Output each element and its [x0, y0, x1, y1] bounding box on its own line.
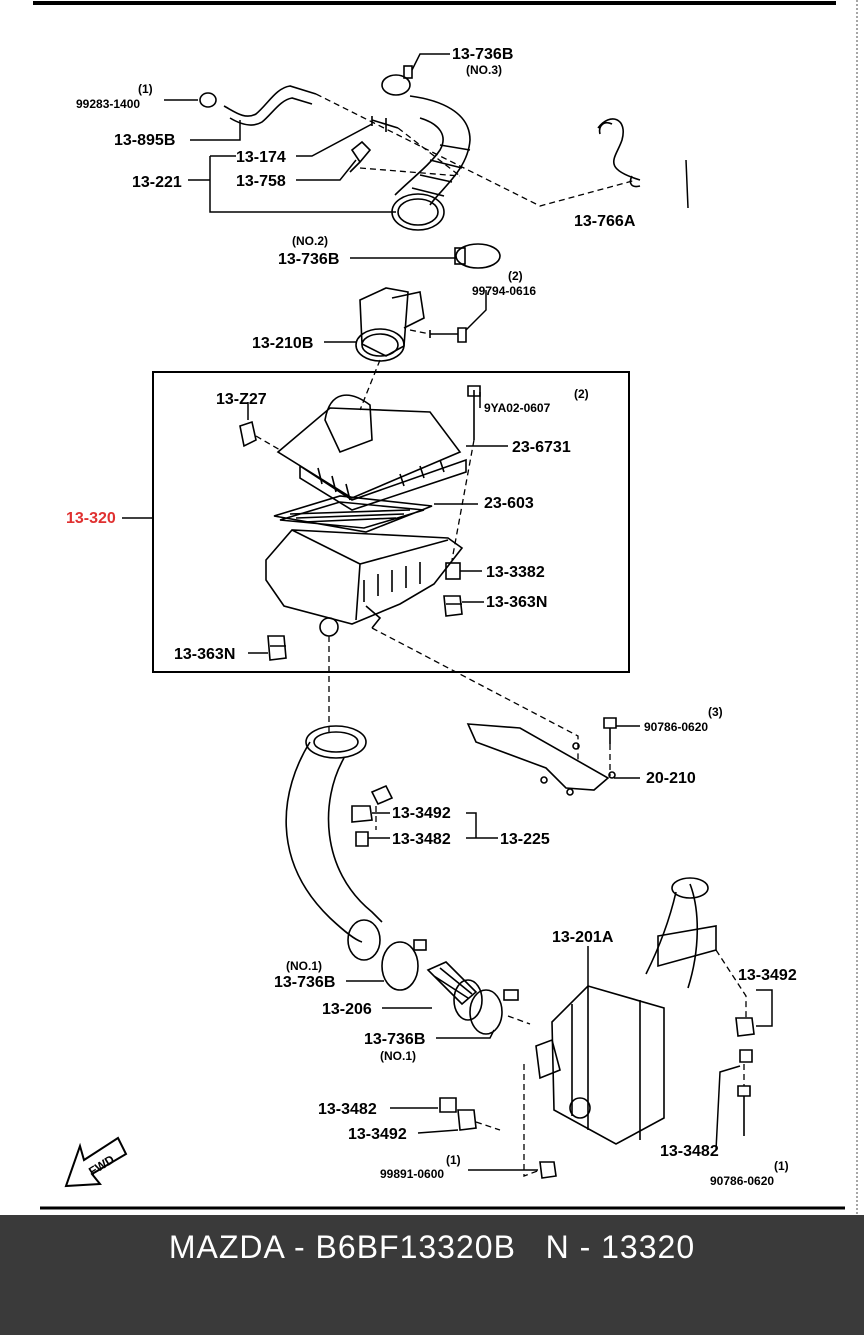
- label-no3: (NO.3): [466, 63, 502, 77]
- clamp-no2: [455, 243, 501, 269]
- label-qty-1a: (1): [138, 82, 153, 96]
- cleaner-lower-box: [265, 529, 464, 625]
- parts-diagram: FWD 13-736B (NO.3) (1) 99283-1400 13-895…: [33, 0, 858, 1215]
- label-13-320-highlighted: 13-320: [66, 510, 116, 527]
- mount-13-363N-r: [443, 595, 463, 617]
- label-90786-0620-b: 90786-0620: [710, 1174, 774, 1188]
- clip-13-Z27: [239, 420, 257, 448]
- fwd-arrow-icon: [64, 1136, 128, 1188]
- hose-13-766A: [597, 118, 641, 188]
- clamp-no3: [381, 74, 411, 96]
- label-13-3482-c: 13-3482: [660, 1143, 719, 1160]
- label-13-758: 13-758: [236, 173, 286, 190]
- label-13-736B-no2: 13-736B: [278, 251, 339, 268]
- grommet-13-3492-a: [351, 805, 373, 823]
- label-13-3492-a: 13-3492: [392, 805, 451, 822]
- label-13-3492-c: 13-3492: [348, 1126, 407, 1143]
- label-13-3482-b: 13-3482: [318, 1101, 377, 1118]
- bolt-90786-a: [603, 717, 617, 744]
- label-13-736B-no3: 13-736B: [452, 46, 513, 63]
- grommet-13-3492-b: [735, 1017, 755, 1037]
- label-no1-b: (NO.1): [380, 1049, 416, 1063]
- label-20-210: 20-210: [646, 770, 696, 787]
- mount-13-363N-l: [267, 635, 287, 661]
- clamp-no1-b: [469, 989, 503, 1035]
- label-13-3382: 13-3382: [486, 564, 545, 581]
- label-13-736B-no1a: 13-736B: [274, 974, 335, 991]
- label-23-603: 23-603: [484, 495, 534, 512]
- label-13-174: 13-174: [236, 149, 286, 166]
- label-13-363N-left: 13-363N: [174, 646, 235, 663]
- label-99794-0616: 99794-0616: [472, 284, 536, 298]
- clamp-no1-a: [381, 941, 419, 991]
- air-cleaner-frame: [152, 371, 630, 673]
- label-13-3492-b: 13-3492: [738, 967, 797, 984]
- label-13-736B-no1b: 13-736B: [364, 1031, 425, 1048]
- bolt-90786-b: [737, 1085, 751, 1136]
- grommet-13-3482-c: [439, 1097, 457, 1113]
- label-no1-a: (NO.1): [286, 959, 322, 973]
- nut-99891: [539, 1161, 557, 1179]
- label-qty-1b: (1): [446, 1153, 461, 1167]
- label-13-895B: 13-895B: [114, 132, 175, 149]
- label-13-225: 13-225: [500, 831, 550, 848]
- grommet-13-3482-b: [739, 1049, 753, 1063]
- joint-13-206: [426, 961, 478, 1006]
- label-qty-1c: (1): [774, 1159, 789, 1173]
- label-13-221: 13-221: [132, 174, 182, 191]
- label-99891-0600: 99891-0600: [380, 1167, 444, 1181]
- intake-duct: [394, 95, 471, 206]
- label-qty-3: (3): [708, 705, 723, 719]
- label-13-210B: 13-210B: [252, 335, 313, 352]
- label-13-3482-a: 13-3482: [392, 831, 451, 848]
- label-99283-1400: 99283-1400: [76, 97, 140, 111]
- air-filter: [273, 495, 433, 533]
- label-13-Z27: 13-Z27: [216, 391, 267, 408]
- grommet-13-3492-c: [457, 1109, 477, 1131]
- label-qty-2a: (2): [508, 269, 523, 283]
- label-no2: (NO.2): [292, 234, 328, 248]
- label-13-201A: 13-201A: [552, 929, 614, 946]
- bolt-99794: [429, 327, 467, 343]
- label-90786-0620-a: 90786-0620: [644, 720, 708, 734]
- grommet-13-3482-a: [355, 831, 369, 847]
- footer-bar: MAZDA - B6BF13320B N - 13320: [0, 1215, 864, 1335]
- label-13-206: 13-206: [322, 1001, 372, 1018]
- label-qty-2b: (2): [574, 387, 589, 401]
- label-23-6731: 23-6731: [512, 439, 571, 456]
- air-flow-meter: [359, 287, 409, 357]
- bolt-9YA02: [467, 385, 481, 440]
- bolt-13-174: [371, 116, 399, 132]
- resonator-13-201A: [551, 985, 665, 1145]
- resonator-hose: [285, 741, 383, 943]
- connector-13-758: [349, 140, 372, 173]
- bracket-20-210: [466, 723, 610, 791]
- label-13-766A: 13-766A: [574, 213, 636, 230]
- plug-99283: [199, 92, 217, 108]
- cleaner-cover: [276, 407, 467, 511]
- footer-part-number: MAZDA - B6BF13320B N - 13320: [168, 1229, 696, 1265]
- breather-hose: [223, 85, 317, 126]
- label-13-363N-right: 13-363N: [486, 594, 547, 611]
- label-9YA02-0607: 9YA02-0607: [484, 401, 551, 415]
